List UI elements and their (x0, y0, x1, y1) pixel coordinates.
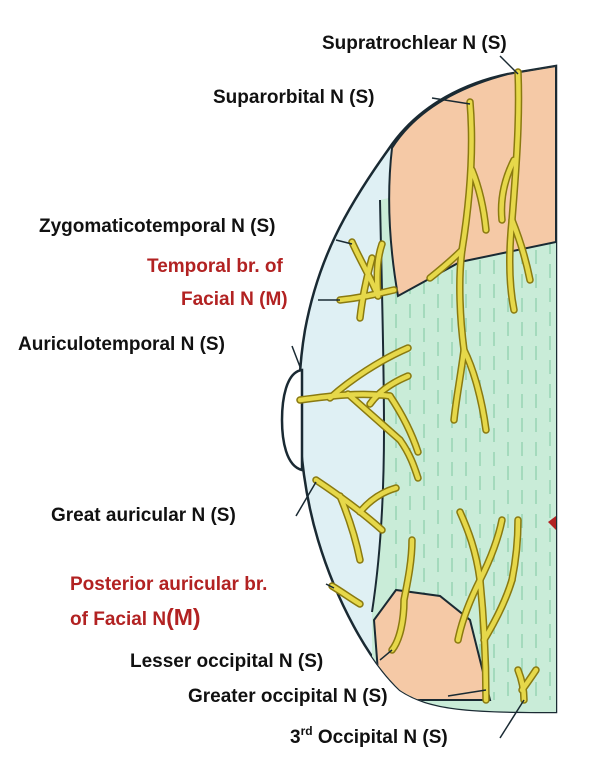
label-supraorbital: Suparorbital N (S) (213, 87, 375, 108)
red-marker (548, 516, 556, 530)
label-posterior-auricular-line2: of Facial N(M) (70, 606, 201, 631)
label-third-occipital-rest: Occipital N (S) (312, 727, 448, 748)
label-lesser-occipital: Lesser occipital N (S) (130, 651, 324, 672)
label-auriculotemporal: Auriculotemporal N (S) (18, 334, 225, 355)
label-temporal-facial-line1: Temporal br. of (147, 256, 283, 277)
label-third-occipital-sup: rd (300, 723, 313, 738)
label-temporal-facial-line2: Facial N (M) (181, 289, 288, 310)
label-great-auricular: Great auricular N (S) (51, 505, 236, 526)
label-posterior-auricular-m: (M) (166, 604, 201, 630)
label-third-occipital-num: 3 (290, 727, 301, 748)
label-supratrochlear: Supratrochlear N (S) (322, 33, 507, 54)
label-third-occipital: 3rd Occipital N (S) (290, 723, 448, 749)
label-zygomaticotemporal: Zygomaticotemporal N (S) (39, 216, 276, 237)
nerve-network (296, 68, 540, 704)
label-posterior-auricular-line1: Posterior auricular br. (70, 574, 268, 595)
label-greater-occipital: Greater occipital N (S) (188, 686, 388, 707)
ear-outline (280, 368, 304, 472)
label-posterior-auricular-text: of Facial N (70, 609, 167, 630)
leader-lines (291, 55, 525, 739)
